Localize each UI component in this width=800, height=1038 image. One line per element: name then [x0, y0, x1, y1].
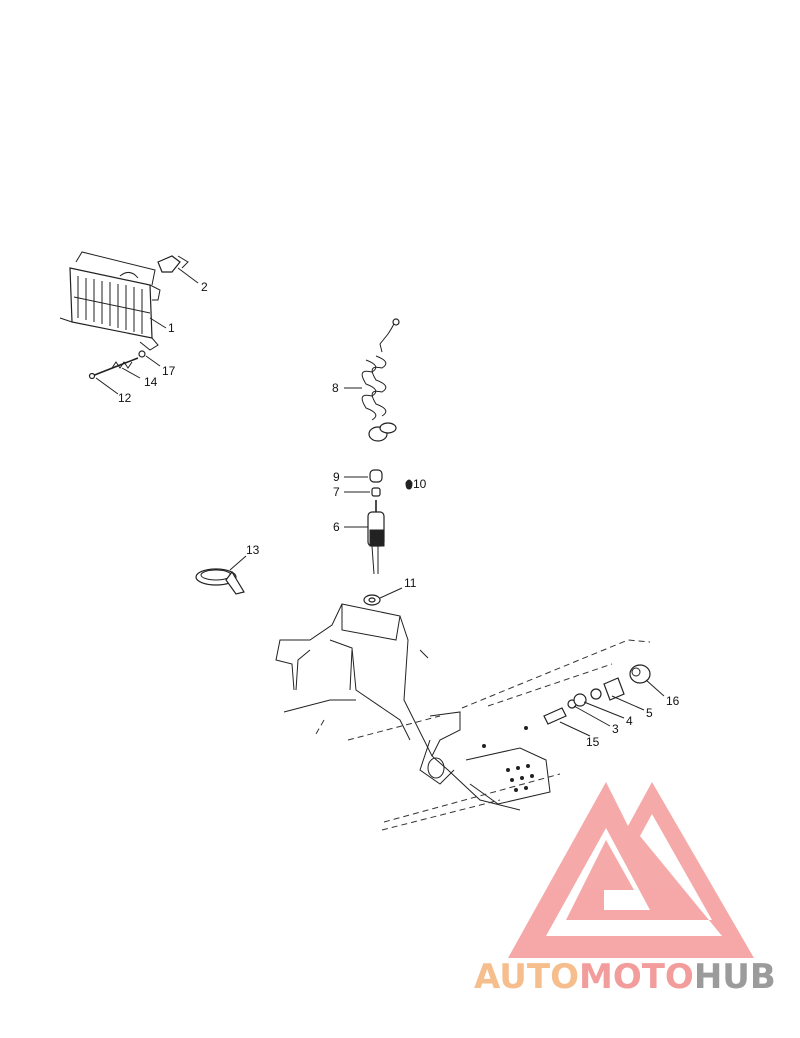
callout-6: 6: [333, 520, 340, 534]
callout-5: 5: [646, 706, 653, 720]
headlight-assembly: [59, 251, 161, 351]
hose-clamp: [195, 568, 245, 595]
callout-15: 15: [586, 735, 600, 749]
callout-9: 9: [333, 470, 340, 484]
callout-1: 1: [168, 321, 175, 335]
callout-8: 8: [332, 381, 339, 395]
frame: [275, 603, 651, 831]
callout-12: 12: [118, 391, 132, 405]
callout-16: 16: [666, 694, 680, 708]
logo-text: AUTOMOTOHUB: [474, 957, 776, 997]
callout-14: 14: [144, 375, 158, 389]
headlight-screw: [88, 350, 146, 380]
callout-17: 17: [162, 364, 176, 378]
logo-part-moto: MOTO: [579, 957, 694, 997]
callout-2: 2: [201, 280, 208, 294]
logo-part-hub: HUB: [694, 957, 776, 997]
leader-lines: [95, 267, 665, 737]
coil-cable: [361, 318, 400, 442]
logo-part-auto: AUTO: [474, 957, 579, 997]
watermark-logo: AUTOMOTOHUB: [474, 782, 776, 997]
switch-parts: [543, 664, 651, 725]
bulb: [157, 255, 189, 273]
callout-11: 11: [404, 576, 417, 590]
cable-fittings: [369, 469, 413, 497]
callout-13: 13: [246, 543, 260, 557]
callout-numbers: 1 2 3 4 5 6 7 8 9 10 11 12 13 14 15 16 1…: [118, 280, 680, 749]
callout-4: 4: [626, 714, 633, 728]
logo-triangle-mark: [508, 782, 754, 958]
callout-7: 7: [333, 485, 340, 499]
washer: [363, 594, 381, 606]
callout-3: 3: [612, 722, 619, 736]
shaft-housing: [367, 500, 385, 575]
callout-10: 10: [413, 477, 427, 491]
